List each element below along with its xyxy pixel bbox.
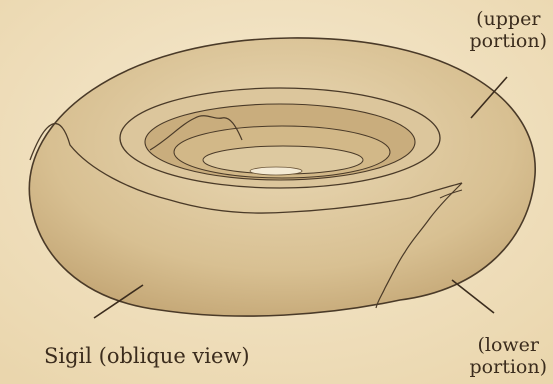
upper-label-line2: portion) (470, 30, 547, 52)
lower-label-line2: portion) (470, 356, 547, 378)
center-hole-highlight (250, 167, 302, 175)
lower-label-line1: (lower (470, 334, 547, 356)
upper-portion-label: (upper portion) (470, 8, 547, 52)
figure-caption: Sigil (oblique view) (44, 345, 250, 367)
upper-label-line1: (upper (470, 8, 547, 30)
lower-portion-label: (lower portion) (470, 334, 547, 378)
